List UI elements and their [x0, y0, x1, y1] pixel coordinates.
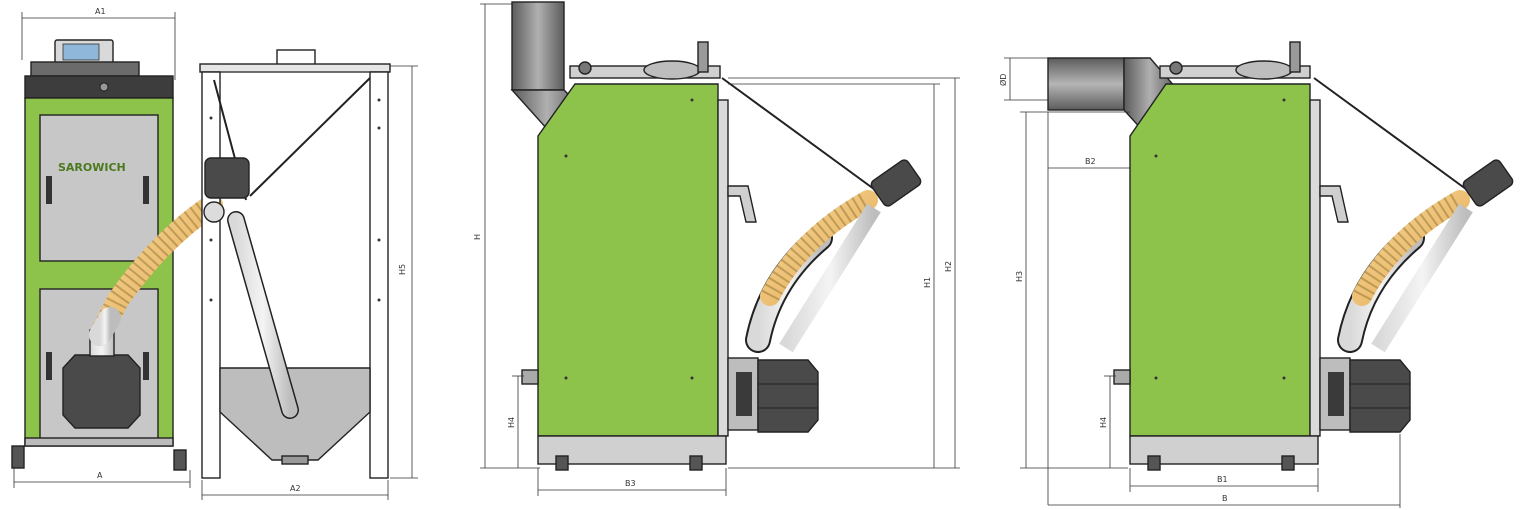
dim-label-h4-2: H4: [1099, 417, 1108, 428]
top-lid-2: [1235, 60, 1293, 80]
dim-label-h4: H4: [507, 417, 516, 428]
hopper-view: H5 A2: [199, 49, 418, 500]
dim-label-h2: H2: [944, 261, 953, 272]
top-cover: [30, 61, 140, 77]
dim-label-b: B: [1222, 494, 1228, 503]
boiler-body-side: [537, 83, 719, 437]
thermometer-icon: [99, 82, 109, 92]
hopper-right-leg: [369, 71, 389, 479]
lid-lever: [697, 41, 709, 73]
base-plate: [24, 437, 174, 447]
control-display: [62, 43, 100, 61]
feeder-motor: [204, 157, 250, 199]
auger-hose-side: [760, 190, 878, 306]
dim-label-h5: H5: [398, 264, 407, 275]
lower-door-hinge: [46, 352, 52, 380]
left-foot: [11, 445, 25, 469]
return-connection: [521, 369, 539, 385]
side-view-horizontal-flue: ØD B2 H3: [998, 41, 1514, 508]
dim-label-h3: H3: [1015, 271, 1024, 282]
upper-door-hinge: [46, 176, 52, 204]
burner-side: [757, 359, 819, 433]
burner-front: [62, 354, 141, 429]
hopper-top-frame: [199, 63, 391, 73]
right-foot: [173, 449, 187, 471]
door-handle-side: [727, 185, 757, 223]
dim-label-b3: B3: [625, 479, 636, 488]
top-band: [24, 75, 174, 99]
feeder-tube: [228, 212, 298, 418]
dim-label-a2: A2: [290, 484, 301, 493]
auger-motor-side: [870, 159, 922, 207]
brand-logo: SAROWICH: [58, 161, 126, 174]
dim-label-a: A: [97, 471, 103, 480]
dim-label-h1: H1: [923, 277, 932, 288]
hopper-left-leg: [201, 71, 221, 479]
front-view-boiler: A1 SAROWICH A: [11, 7, 223, 488]
flue-pipe-vertical: [511, 1, 565, 91]
side-view-vertical-flue: H: [473, 1, 960, 496]
dim-label-b2: B2: [1085, 157, 1096, 166]
dim-label-d: ØD: [998, 74, 1008, 86]
dim-label-b1: B1: [1217, 475, 1228, 484]
top-lid: [643, 60, 701, 80]
door-handle-side-2: [1319, 185, 1349, 223]
upper-door-handle: [143, 176, 149, 204]
dim-label-a1: A1: [95, 7, 106, 16]
upper-door: [39, 114, 159, 262]
auger-hose: [89, 194, 223, 346]
auger-hose-side-2: [1352, 190, 1470, 306]
lower-door-handle: [143, 352, 149, 380]
boiler-body-side-2: [1129, 83, 1311, 437]
burner-side-2: [1349, 359, 1411, 433]
flue-pipe-horizontal: [1047, 57, 1125, 111]
auger-motor-side-2: [1462, 159, 1514, 207]
dim-label-h: H: [473, 234, 482, 240]
